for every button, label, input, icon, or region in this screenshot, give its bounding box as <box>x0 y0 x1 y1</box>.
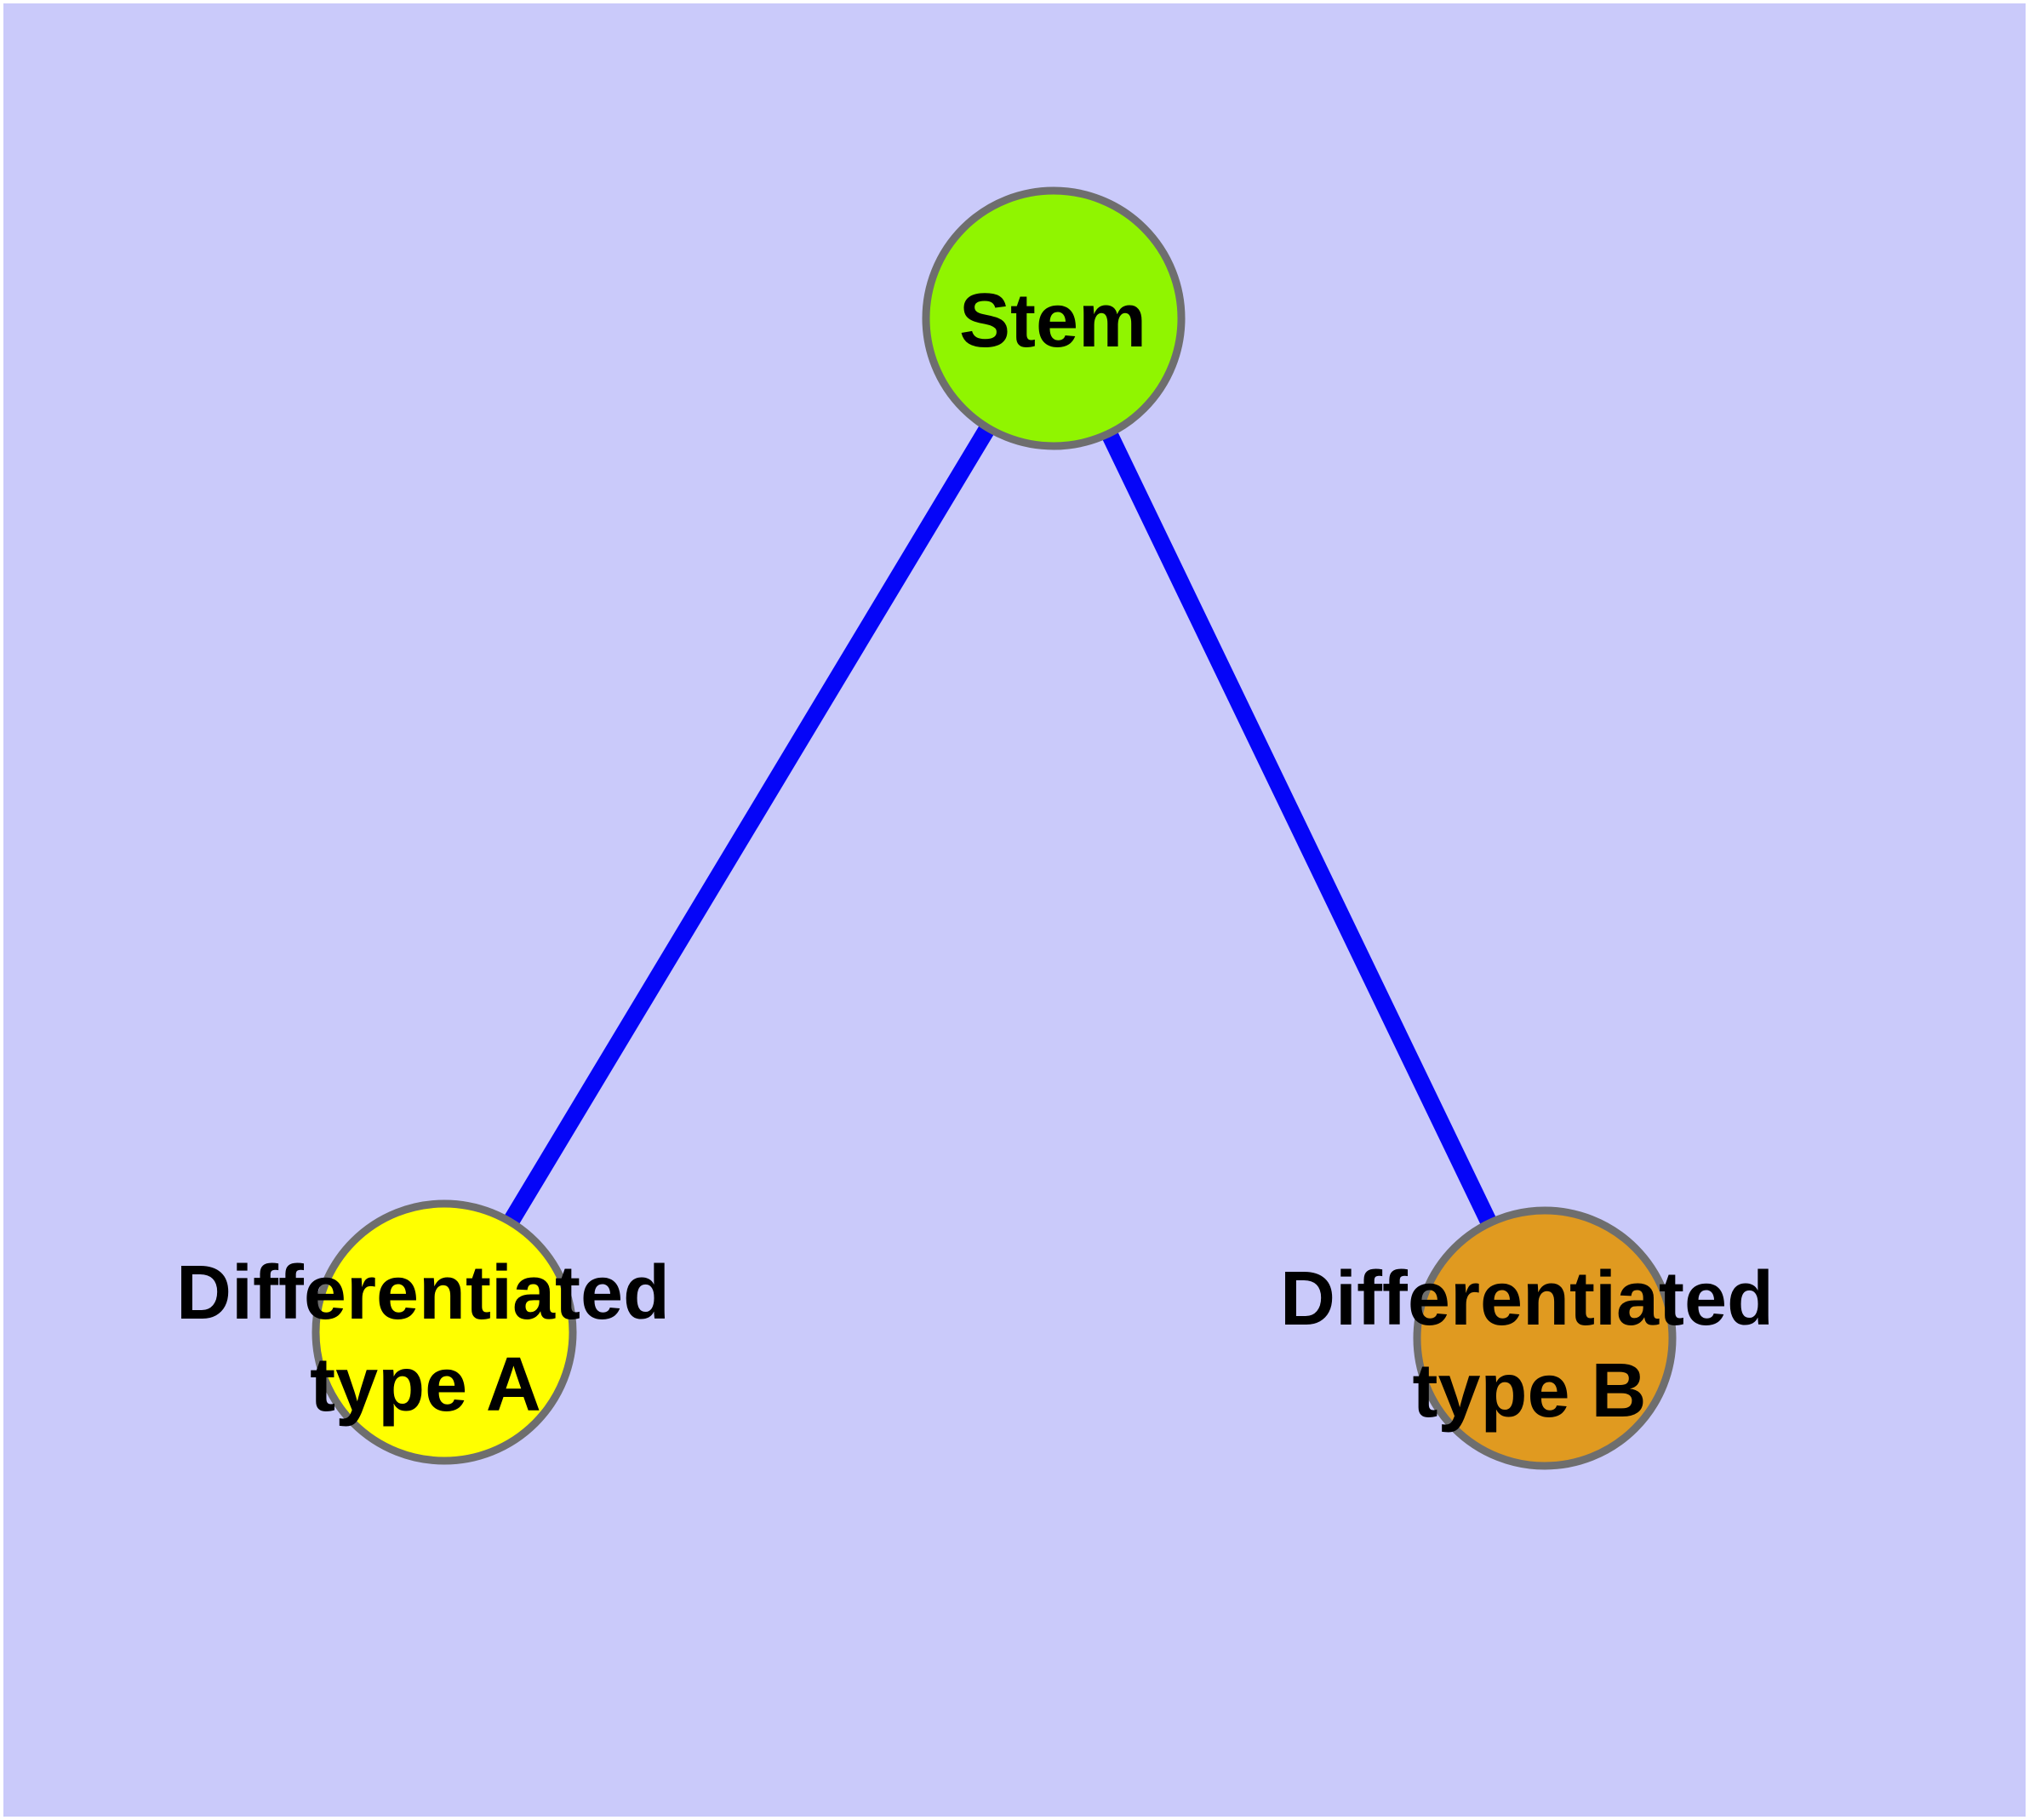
type-a-node-circle <box>311 1199 577 1465</box>
type-b-node-circle <box>1413 1206 1677 1470</box>
type-a-node-label-line2: type A <box>310 1342 541 1428</box>
stem-node-label: Stem <box>959 278 1146 363</box>
type-b-node-label-line2: type B <box>1412 1348 1646 1434</box>
type-b-node-label-line1: Differentiated <box>1280 1256 1774 1342</box>
edge-stem-to-type-a <box>437 313 1061 1337</box>
stem-node-circle <box>922 186 1186 450</box>
type-a-node-label-line1: Differentiated <box>176 1251 670 1336</box>
edge-stem-to-type-b <box>1045 314 1553 1342</box>
